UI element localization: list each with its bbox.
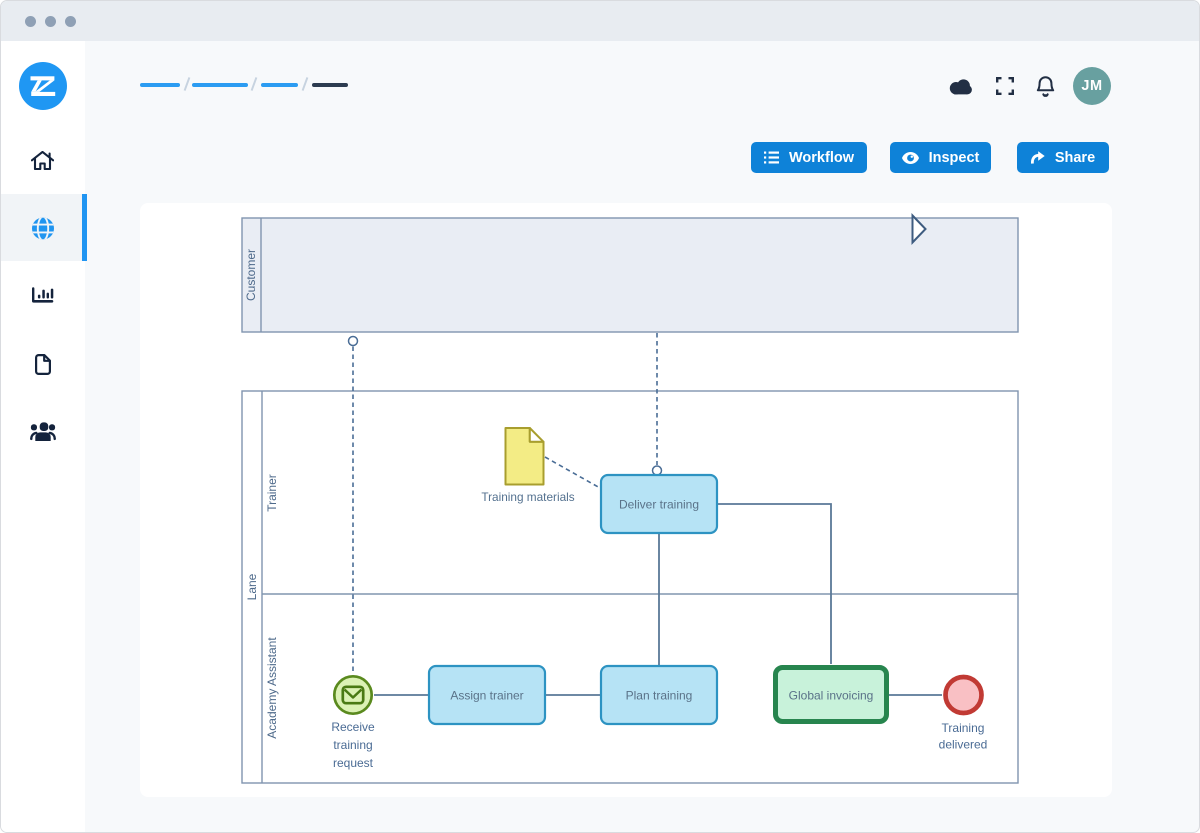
svg-text:Lane: Lane bbox=[245, 573, 259, 600]
svg-text:Training: Training bbox=[942, 721, 985, 735]
svg-text:Deliver training: Deliver training bbox=[619, 498, 699, 512]
svg-text:Training materials: Training materials bbox=[481, 490, 574, 504]
svg-text:training: training bbox=[333, 738, 372, 752]
svg-text:delivered: delivered bbox=[939, 738, 988, 752]
svg-text:Academy Assistant: Academy Assistant bbox=[265, 637, 279, 739]
svg-text:Global invoicing: Global invoicing bbox=[789, 689, 874, 703]
svg-text:Receive: Receive bbox=[331, 720, 375, 734]
svg-text:Plan training: Plan training bbox=[626, 689, 693, 703]
svg-text:Customer: Customer bbox=[244, 249, 258, 301]
svg-text:Trainer: Trainer bbox=[265, 474, 279, 512]
svg-text:Assign trainer: Assign trainer bbox=[450, 689, 523, 703]
svg-text:request: request bbox=[333, 756, 374, 770]
